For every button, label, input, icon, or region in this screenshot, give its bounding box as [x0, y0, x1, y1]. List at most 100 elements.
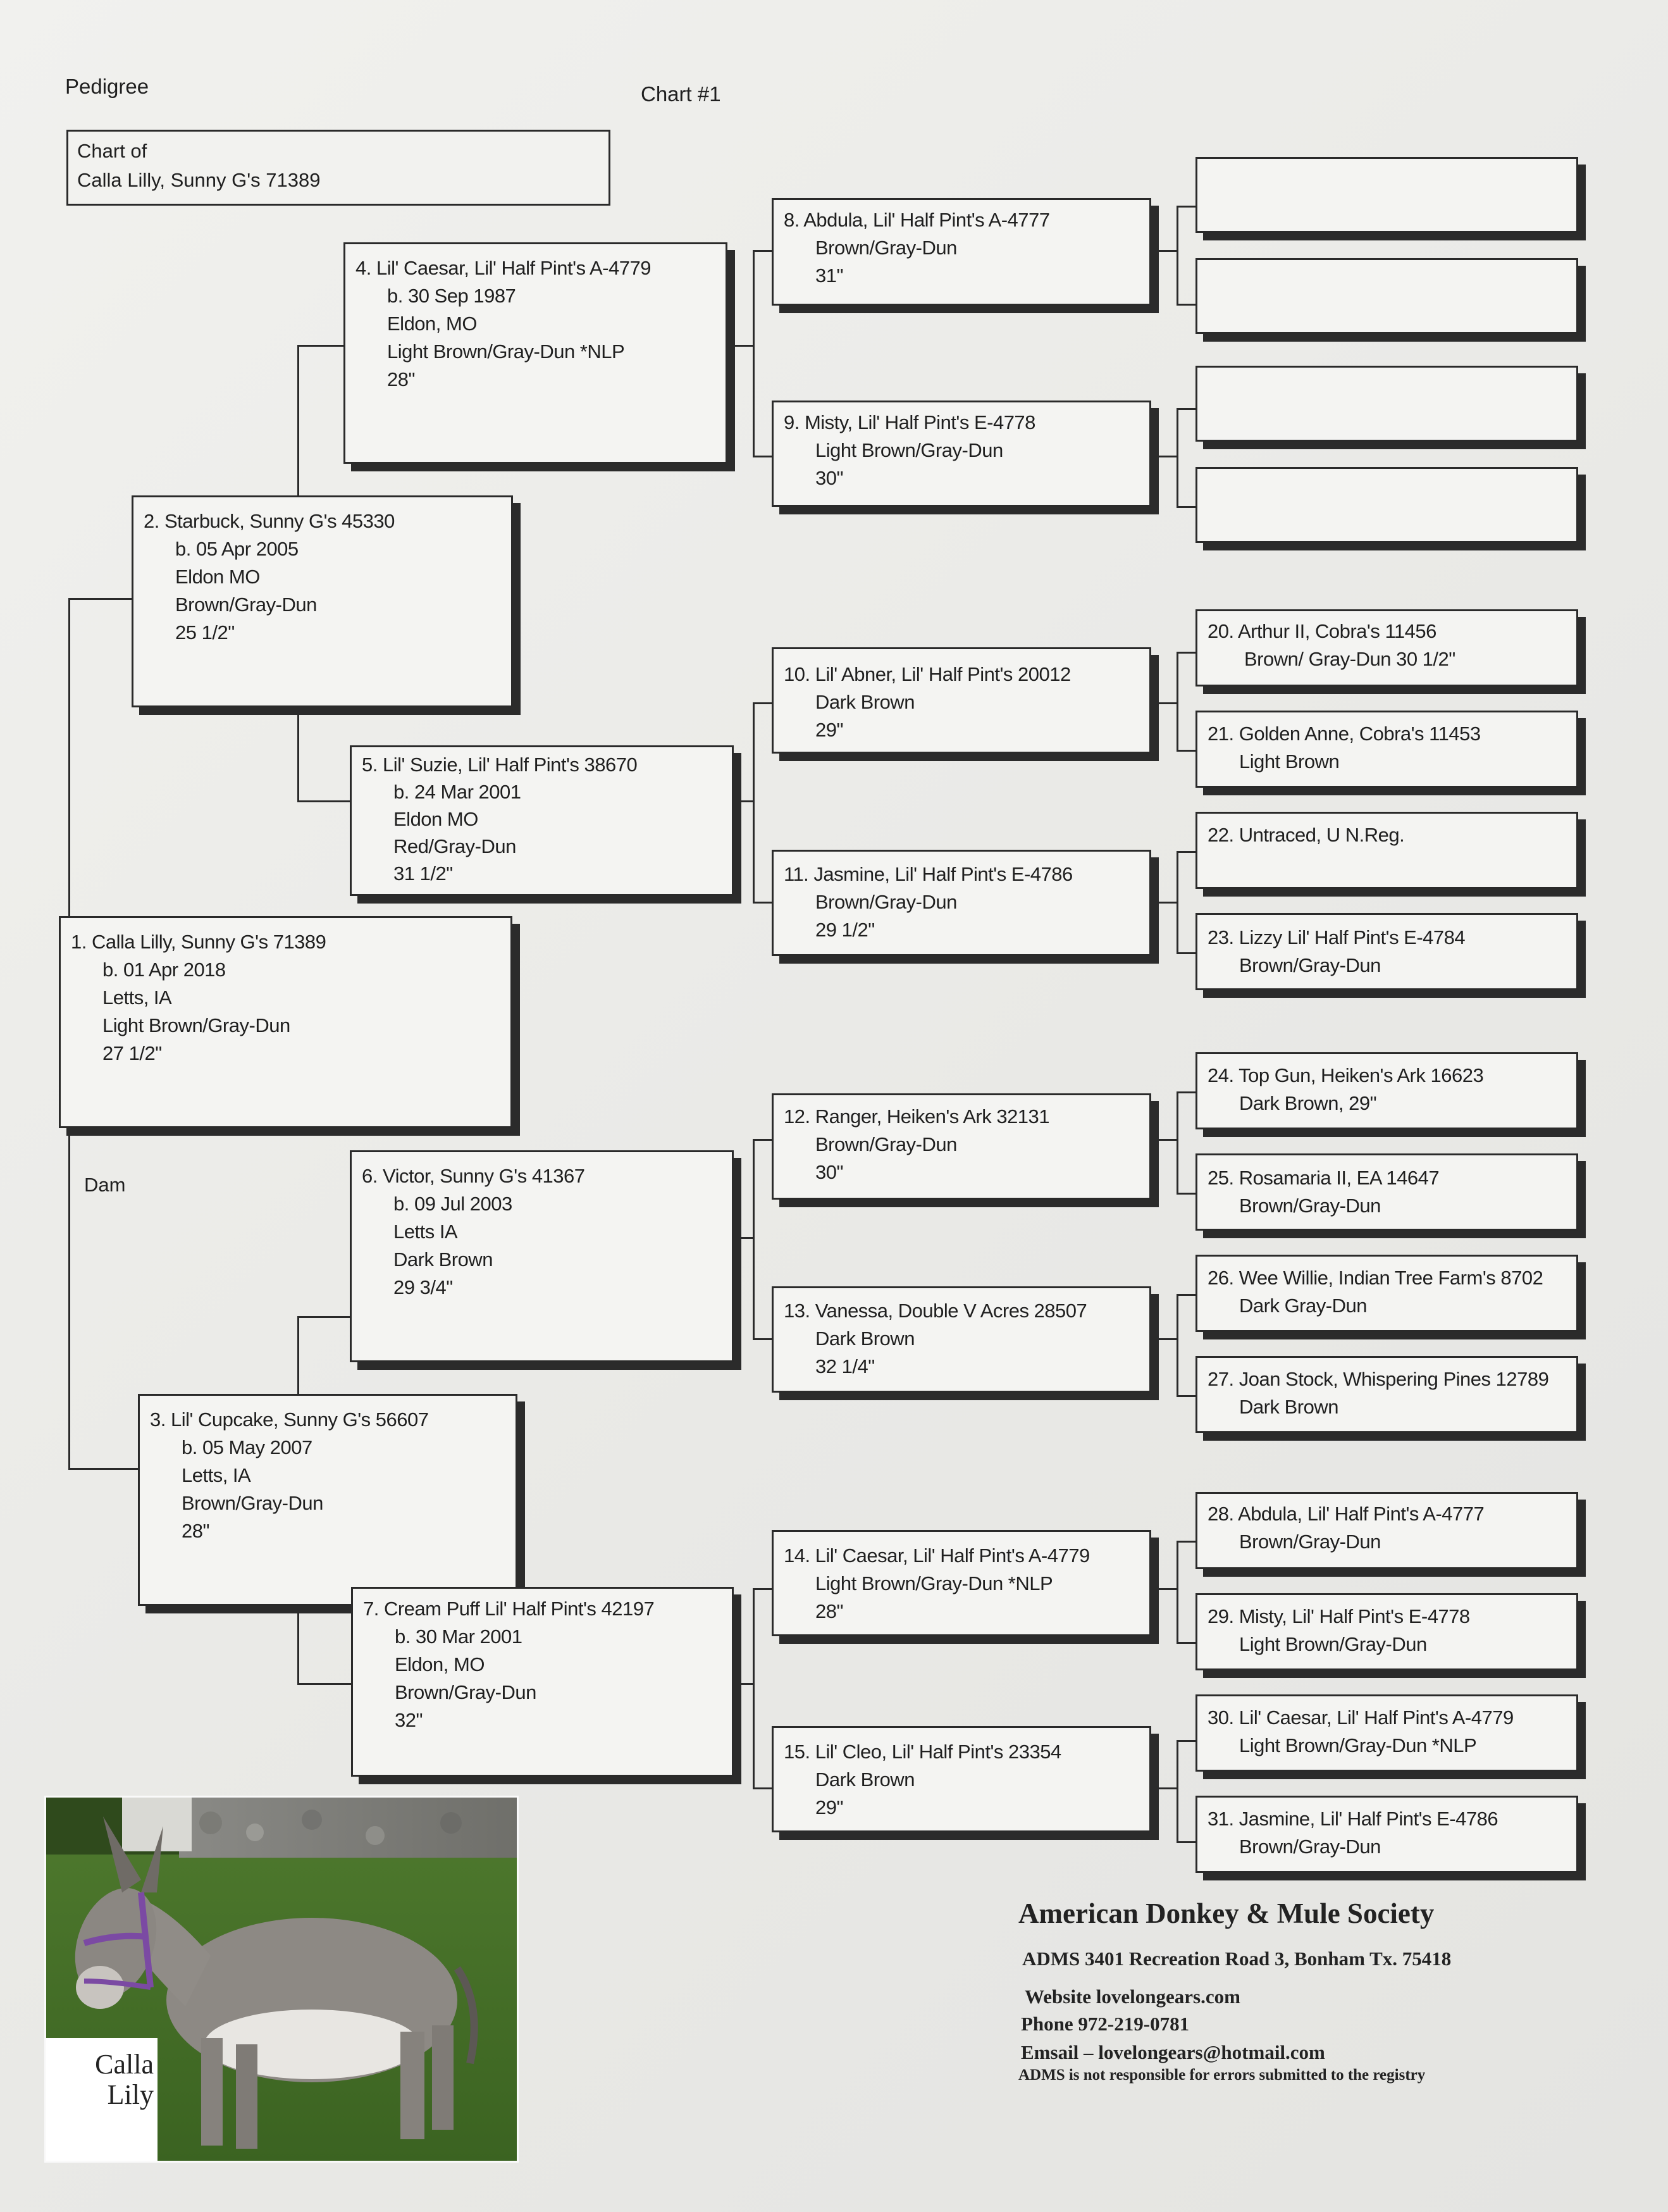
dam-label: Dam: [84, 1174, 126, 1196]
photo-caption-line2: Lily: [107, 2079, 154, 2110]
animal-26-detail: Dark Gray-Dun: [1239, 1295, 1367, 1317]
animal-12-color: Brown/Gray-Dun: [815, 1133, 957, 1155]
animal-28-name: 28. Abdula, Lil' Half Pint's A-4777: [1208, 1503, 1485, 1525]
animal-25-detail: Brown/Gray-Dun: [1239, 1195, 1381, 1217]
society-website: Website lovelongears.com: [1025, 1985, 1240, 2008]
animal-box-11[interactable]: 11. Jasmine, Lil' Half Pint's E-4786 Bro…: [772, 850, 1151, 956]
animal-box-3[interactable]: 3. Lil' Cupcake, Sunny G's 56607 b. 05 M…: [138, 1394, 517, 1606]
animal-box-16[interactable]: [1195, 157, 1578, 233]
animal-1-name: 1. Calla Lilly, Sunny G's 71389: [71, 931, 326, 953]
animal-box-15[interactable]: 15. Lil' Cleo, Lil' Half Pint's 23354 Da…: [772, 1726, 1151, 1832]
animal-3-color: Brown/Gray-Dun: [182, 1492, 323, 1514]
animal-5-name: 5. Lil' Suzie, Lil' Half Pint's 38670: [362, 754, 638, 776]
animal-box-22[interactable]: 22. Untraced, U N.Reg.: [1195, 812, 1578, 889]
animal-28-detail: Brown/Gray-Dun: [1239, 1531, 1381, 1553]
animal-box-30[interactable]: 30. Lil' Caesar, Lil' Half Pint's A-4779…: [1195, 1694, 1578, 1772]
animal-box-1[interactable]: 1. Calla Lilly, Sunny G's 71389 b. 01 Ap…: [59, 916, 512, 1128]
animal-15-color: Dark Brown: [815, 1768, 915, 1791]
chart-of-box: Chart of Calla Lilly, Sunny G's 71389: [66, 130, 610, 206]
animal-box-13[interactable]: 13. Vanessa, Double V Acres 28507 Dark B…: [772, 1286, 1151, 1393]
animal-1-color: Light Brown/Gray-Dun: [102, 1014, 290, 1036]
animal-6-height: 29 3/4": [393, 1276, 453, 1298]
animal-box-12[interactable]: 12. Ranger, Heiken's Ark 32131 Brown/Gra…: [772, 1093, 1151, 1200]
chart-of-subject: Calla Lilly, Sunny G's 71389: [77, 169, 321, 191]
animal-30-detail: Light Brown/Gray-Dun *NLP: [1239, 1734, 1477, 1756]
animal-box-27[interactable]: 27. Joan Stock, Whispering Pines 12789 D…: [1195, 1356, 1578, 1433]
pedigree-label: Pedigree: [65, 75, 149, 98]
animal-5-place: Eldon MO: [393, 808, 478, 830]
animal-box-7[interactable]: 7. Cream Puff Lil' Half Pint's 42197 b. …: [351, 1587, 734, 1777]
animal-box-19[interactable]: [1195, 467, 1578, 543]
society-disclaimer: ADMS is not responsible for errors submi…: [1018, 2066, 1426, 2084]
animal-25-name: 25. Rosamaria II, EA 14647: [1208, 1167, 1440, 1189]
animal-5-height: 31 1/2": [393, 862, 453, 885]
animal-11-height: 29 1/2": [815, 919, 875, 941]
animal-box-2[interactable]: 2. Starbuck, Sunny G's 45330 b. 05 Apr 2…: [132, 495, 513, 707]
animal-7-place: Eldon, MO: [395, 1653, 485, 1675]
animal-29-detail: Light Brown/Gray-Dun: [1239, 1633, 1427, 1655]
animal-box-8[interactable]: 8. Abdula, Lil' Half Pint's A-4777 Brown…: [772, 198, 1151, 306]
animal-7-name: 7. Cream Puff Lil' Half Pint's 42197: [363, 1598, 655, 1620]
animal-box-4[interactable]: 4. Lil' Caesar, Lil' Half Pint's A-4779 …: [343, 242, 727, 464]
animal-box-18[interactable]: [1195, 366, 1578, 442]
animal-4-color: Light Brown/Gray-Dun *NLP: [387, 340, 625, 363]
animal-27-detail: Dark Brown: [1239, 1396, 1338, 1418]
animal-24-detail: Dark Brown, 29": [1239, 1092, 1377, 1114]
animal-21-name: 21. Golden Anne, Cobra's 11453: [1208, 723, 1481, 745]
animal-10-name: 10. Lil' Abner, Lil' Half Pint's 20012: [784, 663, 1071, 685]
animal-box-9[interactable]: 9. Misty, Lil' Half Pint's E-4778 Light …: [772, 401, 1151, 507]
animal-3-place: Letts, IA: [182, 1464, 251, 1486]
animal-6-dob: b. 09 Jul 2003: [393, 1193, 512, 1215]
animal-24-name: 24. Top Gun, Heiken's Ark 16623: [1208, 1064, 1484, 1086]
animal-10-color: Dark Brown: [815, 691, 915, 713]
animal-box-20[interactable]: 20. Arthur II, Cobra's 11456 Brown/ Gray…: [1195, 609, 1578, 687]
society-email: Emsail – lovelongears@hotmail.com: [1021, 2041, 1325, 2063]
animal-10-height: 29": [815, 719, 844, 741]
animal-14-name: 14. Lil' Caesar, Lil' Half Pint's A-4779: [784, 1544, 1090, 1567]
animal-box-23[interactable]: 23. Lizzy Lil' Half Pint's E-4784 Brown/…: [1195, 913, 1578, 990]
animal-5-color: Red/Gray-Dun: [393, 835, 516, 857]
animal-box-25[interactable]: 25. Rosamaria II, EA 14647 Brown/Gray-Du…: [1195, 1153, 1578, 1231]
animal-23-detail: Brown/Gray-Dun: [1239, 954, 1381, 976]
donkey-illustration: [46, 1798, 517, 2161]
animal-box-14[interactable]: 14. Lil' Caesar, Lil' Half Pint's A-4779…: [772, 1530, 1151, 1636]
animal-2-name: 2. Starbuck, Sunny G's 45330: [144, 510, 395, 532]
animal-31-detail: Brown/Gray-Dun: [1239, 1836, 1381, 1858]
animal-8-name: 8. Abdula, Lil' Half Pint's A-4777: [784, 209, 1050, 231]
animal-box-26[interactable]: 26. Wee Willie, Indian Tree Farm's 8702 …: [1195, 1255, 1578, 1332]
animal-3-height: 28": [182, 1520, 210, 1542]
animal-26-name: 26. Wee Willie, Indian Tree Farm's 8702: [1208, 1267, 1543, 1289]
chart-number: Chart #1: [641, 82, 721, 106]
animal-box-17[interactable]: [1195, 258, 1578, 334]
animal-13-height: 32 1/4": [815, 1355, 875, 1377]
animal-20-name: 20. Arthur II, Cobra's 11456: [1208, 620, 1436, 642]
animal-11-color: Brown/Gray-Dun: [815, 891, 957, 913]
animal-6-name: 6. Victor, Sunny G's 41367: [362, 1165, 585, 1187]
animal-box-6[interactable]: 6. Victor, Sunny G's 41367 b. 09 Jul 200…: [350, 1150, 734, 1362]
animal-9-height: 30": [815, 467, 844, 489]
animal-30-name: 30. Lil' Caesar, Lil' Half Pint's A-4779: [1208, 1706, 1514, 1729]
animal-box-31[interactable]: 31. Jasmine, Lil' Half Pint's E-4786 Bro…: [1195, 1796, 1578, 1873]
animal-4-place: Eldon, MO: [387, 313, 477, 335]
animal-7-color: Brown/Gray-Dun: [395, 1681, 536, 1703]
animal-box-21[interactable]: 21. Golden Anne, Cobra's 11453 Light Bro…: [1195, 711, 1578, 788]
animal-14-color: Light Brown/Gray-Dun *NLP: [815, 1572, 1053, 1594]
animal-8-height: 31": [815, 264, 844, 287]
animal-box-5[interactable]: 5. Lil' Suzie, Lil' Half Pint's 38670 b.…: [350, 745, 734, 896]
animal-6-place: Letts IA: [393, 1221, 458, 1243]
animal-box-10[interactable]: 10. Lil' Abner, Lil' Half Pint's 20012 D…: [772, 647, 1151, 754]
donkey-photo: Calla Lily: [44, 1796, 519, 2163]
animal-1-height: 27 1/2": [102, 1042, 162, 1064]
animal-13-color: Dark Brown: [815, 1327, 915, 1350]
animal-3-dob: b. 05 May 2007: [182, 1436, 312, 1458]
animal-4-name: 4. Lil' Caesar, Lil' Half Pint's A-4779: [355, 257, 651, 279]
animal-9-color: Light Brown/Gray-Dun: [815, 439, 1003, 461]
animal-1-place: Letts, IA: [102, 986, 172, 1009]
animal-2-color: Brown/Gray-Dun: [175, 593, 317, 616]
society-title: American Donkey & Mule Society: [1018, 1898, 1435, 1929]
animal-box-28[interactable]: 28. Abdula, Lil' Half Pint's A-4777 Brow…: [1195, 1492, 1578, 1569]
animal-box-24[interactable]: 24. Top Gun, Heiken's Ark 16623 Dark Bro…: [1195, 1052, 1578, 1129]
animal-box-29[interactable]: 29. Misty, Lil' Half Pint's E-4778 Light…: [1195, 1593, 1578, 1670]
animal-8-color: Brown/Gray-Dun: [815, 237, 957, 259]
